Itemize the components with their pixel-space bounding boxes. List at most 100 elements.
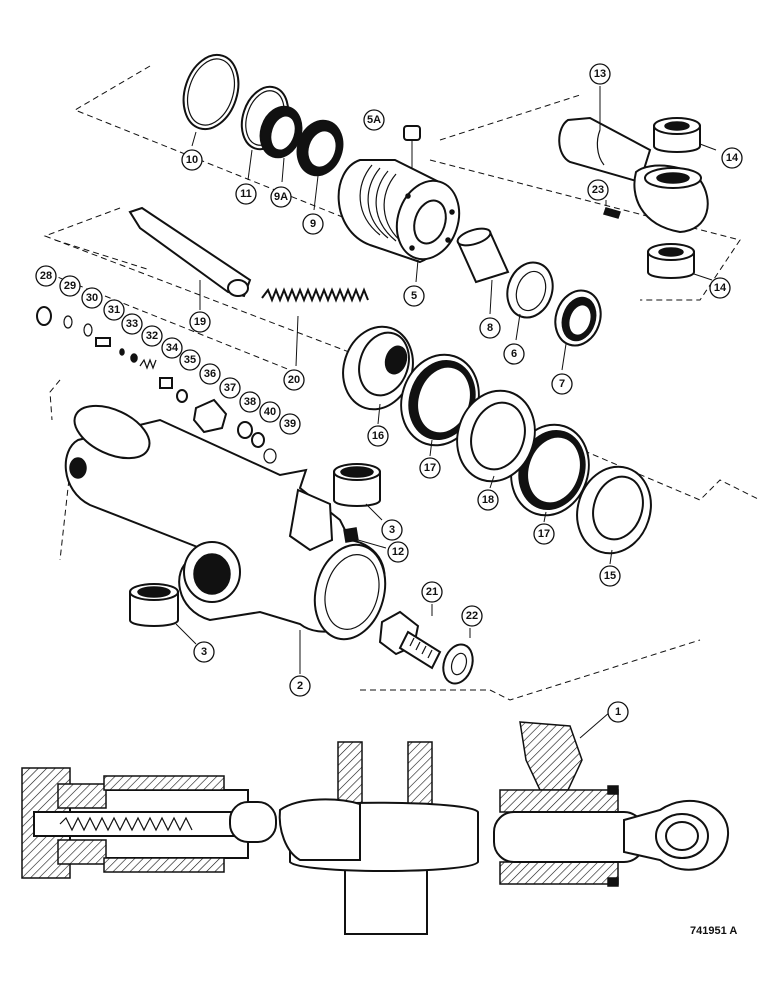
gland-bolt-hole <box>449 209 455 215</box>
svg-text:17: 17 <box>538 528 550 540</box>
callout-22: 22 <box>461 605 483 627</box>
washer-part <box>442 643 474 685</box>
svg-text:40: 40 <box>264 406 276 418</box>
svg-text:3: 3 <box>389 524 395 536</box>
spring-part <box>261 287 369 303</box>
callout-17-a: 17 <box>419 457 441 479</box>
gland-bore <box>413 199 447 245</box>
svg-text:15: 15 <box>604 570 616 582</box>
svg-text:13: 13 <box>594 68 606 80</box>
wiper-hole <box>306 129 338 169</box>
gland-bolt-hole <box>409 245 415 251</box>
callout-39: 39 <box>279 413 301 435</box>
part-29 <box>63 315 73 329</box>
svg-text:30: 30 <box>86 292 98 304</box>
svg-text:11: 11 <box>240 188 252 200</box>
callout-2: 2 <box>289 675 311 697</box>
barrel-port <box>69 457 87 479</box>
svg-text:28: 28 <box>40 270 52 282</box>
callout-leaders <box>175 86 717 739</box>
svg-text:19: 19 <box>194 316 206 328</box>
spool-part <box>128 206 252 298</box>
callout-9: 9 <box>302 213 324 235</box>
svg-text:18: 18 <box>482 494 494 506</box>
svg-text:1: 1 <box>615 706 621 718</box>
svg-text:5: 5 <box>411 290 417 302</box>
part-36 <box>176 389 188 403</box>
svg-text:2: 2 <box>297 680 303 692</box>
svg-text:14: 14 <box>726 152 739 164</box>
callout-31: 31 <box>103 299 125 321</box>
callout-34: 34 <box>161 337 183 359</box>
callout-6: 6 <box>503 343 525 365</box>
callout-10: 10 <box>181 149 203 171</box>
svg-text:8: 8 <box>487 322 493 334</box>
piston-rod-end-part <box>558 116 652 184</box>
rod-bushing-face <box>456 227 492 247</box>
part-39 <box>263 448 277 464</box>
svg-text:23: 23 <box>592 184 604 196</box>
callout-14-bottom: 14 <box>709 277 731 299</box>
grease-fitting-part <box>603 207 621 219</box>
svg-text:36: 36 <box>204 368 216 380</box>
callout-14-top: 14 <box>721 147 743 169</box>
callout-30: 30 <box>81 287 103 309</box>
callout-1: 1 <box>607 701 629 723</box>
callout-28: 28 <box>35 265 57 287</box>
svg-text:37: 37 <box>224 382 236 394</box>
callout-23: 23 <box>587 179 609 201</box>
o-ring-part <box>182 53 240 131</box>
svg-text:17: 17 <box>424 462 436 474</box>
svg-text:10: 10 <box>186 154 198 166</box>
callout-5a: 5A <box>363 109 385 131</box>
small-parts-group <box>36 306 277 464</box>
part-37 <box>192 398 228 434</box>
callouts: 10 11 9A 9 5A 5 13 14 14 23 8 6 7 28 29 … <box>35 63 743 723</box>
part-34 <box>139 358 157 370</box>
part-35 <box>159 377 173 389</box>
svg-text:31: 31 <box>108 304 120 316</box>
bushing-bottom-bore <box>658 247 684 257</box>
bushing-top-bore <box>664 121 690 131</box>
callout-12: 12 <box>387 541 409 563</box>
assembly-line-left <box>39 239 291 371</box>
svg-text:16: 16 <box>372 430 384 442</box>
callout-7: 7 <box>551 373 573 395</box>
callout-3-a: 3 <box>381 519 403 541</box>
assembly-line-lower <box>49 379 701 701</box>
callout-16: 16 <box>367 425 389 447</box>
callout-13: 13 <box>589 63 611 85</box>
section-view-center <box>278 741 479 935</box>
svg-text:34: 34 <box>166 342 179 354</box>
callout-33: 33 <box>121 313 143 335</box>
part-31 <box>95 337 111 347</box>
svg-text:21: 21 <box>426 586 438 598</box>
spool-end <box>227 279 249 297</box>
callout-37: 37 <box>219 377 241 399</box>
ring-6-part <box>506 261 554 319</box>
svg-text:3: 3 <box>201 646 207 658</box>
svg-text:12: 12 <box>392 546 404 558</box>
svg-text:39: 39 <box>284 418 296 430</box>
screw-part <box>343 527 359 543</box>
callout-11: 11 <box>235 183 257 205</box>
barrel-bore <box>313 543 387 641</box>
seal-9a-hole <box>269 114 297 152</box>
callout-21: 21 <box>421 581 443 603</box>
part-33 <box>119 348 125 356</box>
callout-3-b: 3 <box>193 641 215 663</box>
barrel-end <box>73 404 151 460</box>
o-ring-inner <box>186 58 236 126</box>
callout-38: 38 <box>239 391 261 413</box>
rod-eye-bore <box>656 172 690 184</box>
figure-id: 741951 A <box>690 925 737 937</box>
plug-5a-part <box>403 125 421 141</box>
svg-text:38: 38 <box>244 396 256 408</box>
svg-text:20: 20 <box>288 374 300 386</box>
callout-40: 40 <box>259 401 281 423</box>
part-32 <box>130 353 138 363</box>
part-38 <box>237 421 253 439</box>
callout-18: 18 <box>477 489 499 511</box>
callout-19: 19 <box>189 311 211 333</box>
